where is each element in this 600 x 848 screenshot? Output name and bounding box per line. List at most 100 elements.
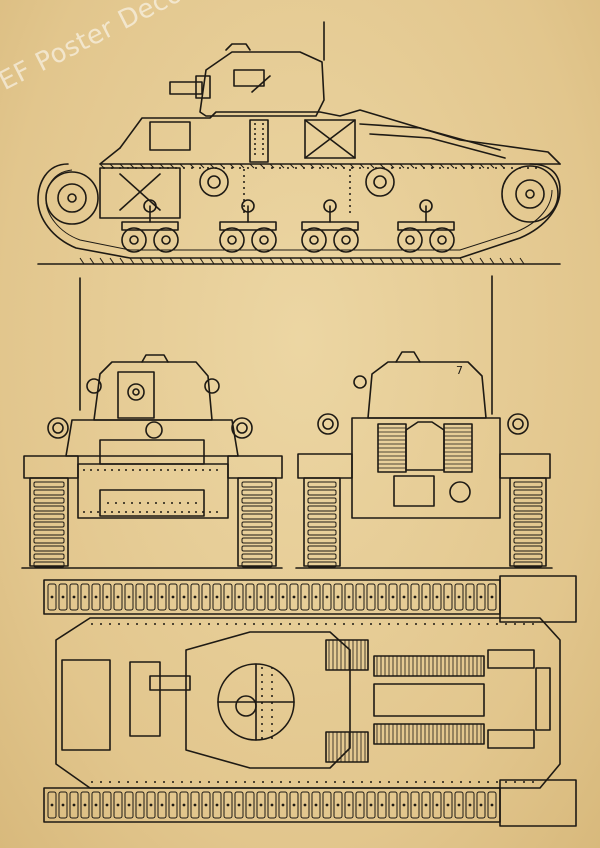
rivet	[243, 169, 245, 171]
track-link	[513, 529, 543, 536]
rivet	[97, 469, 99, 471]
rivet	[280, 623, 282, 625]
rivet	[370, 781, 372, 783]
side-idler-wheel	[45, 171, 99, 225]
track-pin	[380, 595, 384, 599]
rivet	[460, 623, 462, 625]
track-pin	[358, 803, 362, 807]
track-tooth	[449, 257, 455, 265]
track-tooth	[369, 257, 375, 265]
road-wheel-hub	[309, 235, 319, 245]
rivet	[188, 469, 190, 471]
rivet	[100, 781, 102, 783]
rivet	[505, 781, 507, 783]
track-tooth	[429, 257, 435, 265]
track-link	[513, 497, 543, 504]
track-pin	[83, 595, 87, 599]
track-tooth	[189, 163, 195, 169]
track-pin	[490, 595, 494, 599]
track-link	[377, 791, 387, 819]
track-link	[201, 791, 211, 819]
rivet	[271, 167, 273, 169]
rivet	[415, 623, 417, 625]
side-turret-hatch	[225, 43, 251, 51]
track-tooth	[159, 257, 165, 265]
track-tooth	[419, 257, 425, 265]
track-pin	[413, 803, 417, 807]
track-tooth	[149, 257, 155, 265]
track-link	[410, 791, 420, 819]
track-link	[33, 561, 65, 568]
rivet	[271, 681, 273, 683]
rivet	[199, 167, 201, 169]
track-pin	[259, 595, 263, 599]
rivet	[325, 781, 327, 783]
track-tooth	[399, 257, 405, 265]
track-link	[33, 545, 65, 552]
rivet	[311, 167, 313, 169]
rivet	[107, 502, 109, 504]
track-tooth	[399, 163, 405, 169]
track-tooth	[99, 257, 105, 265]
rivet	[243, 181, 245, 183]
track-pin	[347, 595, 351, 599]
track-link	[33, 529, 65, 536]
rivet	[523, 781, 525, 783]
track-pin	[193, 595, 197, 599]
track-link	[333, 583, 343, 611]
rivet	[131, 502, 133, 504]
rivet	[226, 781, 228, 783]
rivet	[154, 781, 156, 783]
track-tooth	[239, 257, 245, 265]
track-tooth	[229, 257, 235, 265]
rivet	[90, 469, 92, 471]
rivet	[254, 153, 256, 155]
track-pin	[61, 595, 65, 599]
side-sprocket-hub	[515, 179, 545, 209]
track-pin	[314, 803, 318, 807]
track-link	[256, 791, 266, 819]
rivet	[187, 502, 189, 504]
rivet	[261, 716, 263, 718]
rivet	[335, 167, 337, 169]
track-link	[307, 481, 337, 488]
rivet	[327, 167, 329, 169]
track-link	[487, 583, 497, 611]
rivet	[343, 781, 345, 783]
track-tooth	[439, 163, 445, 169]
track-link	[201, 583, 211, 611]
side-engine-box	[304, 119, 356, 159]
rivet	[379, 781, 381, 783]
rivet	[254, 148, 256, 150]
track-link	[513, 553, 543, 560]
rivet	[109, 623, 111, 625]
rivet	[90, 511, 92, 513]
bogie-pivot	[241, 199, 255, 213]
track-link	[355, 583, 365, 611]
track-pin	[336, 595, 340, 599]
track-link	[168, 791, 178, 819]
track-link	[241, 513, 273, 520]
track-link	[124, 583, 134, 611]
rivet	[254, 133, 256, 135]
track-link	[33, 505, 65, 512]
track-link	[432, 791, 442, 819]
rivet	[262, 128, 264, 130]
track-link	[421, 583, 431, 611]
rivet	[469, 781, 471, 783]
rivet	[262, 138, 264, 140]
rivet	[514, 781, 516, 783]
track-link	[223, 791, 233, 819]
rivet	[208, 781, 210, 783]
rivet	[451, 781, 453, 783]
track-pin	[446, 803, 450, 807]
track-link	[410, 583, 420, 611]
track-link	[344, 791, 354, 819]
rivet	[147, 502, 149, 504]
front-gun-muzzle	[127, 383, 145, 401]
front-track-left	[29, 477, 69, 567]
track-link	[307, 553, 337, 560]
track-tooth	[409, 257, 415, 265]
track-link	[267, 791, 277, 819]
rivet	[179, 502, 181, 504]
